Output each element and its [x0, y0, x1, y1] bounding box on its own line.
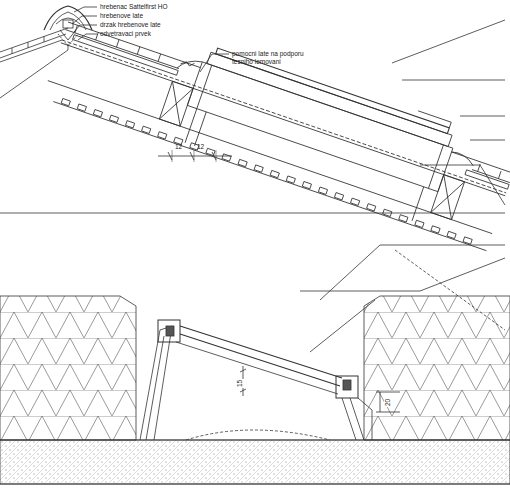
lining-batten: [238, 159, 247, 166]
dimension: 12: [197, 143, 204, 151]
dimension: 12: [175, 143, 182, 151]
part-label: pomocni late na podporu tesniho lemovani: [232, 50, 304, 65]
lining-batten: [286, 176, 295, 183]
tile-step: [498, 171, 501, 179]
dimension: 20: [384, 398, 392, 407]
lining-batten: [334, 193, 343, 200]
lining-batten: [415, 220, 424, 227]
lining-batten: [431, 226, 440, 233]
tile-step: [158, 54, 161, 62]
lining-batten: [61, 98, 70, 105]
lining-batten: [302, 181, 311, 188]
part-label: odvetravaci prvek: [100, 30, 151, 38]
lining-batten: [109, 115, 118, 122]
lining-batten: [93, 110, 102, 117]
lining-batten: [158, 132, 167, 139]
lining-batten: [383, 209, 392, 216]
lining-batten: [367, 204, 376, 211]
lining-batten: [463, 237, 472, 244]
lining-batten: [125, 121, 134, 128]
tile-step: [116, 40, 119, 48]
tile-step: [137, 47, 140, 55]
tile-step: [96, 32, 99, 40]
lining-batten: [254, 165, 263, 172]
part-label: drzak hrebenove late: [100, 21, 161, 29]
lining-batten: [270, 170, 279, 177]
dimension: 15: [236, 379, 244, 388]
lining-batten: [399, 215, 408, 222]
lining-batten: [77, 104, 86, 111]
part-label: hrebenac Sattelfirst HO: [100, 3, 168, 11]
lining-batten: [142, 126, 151, 133]
lining-batten: [318, 187, 327, 194]
part-label: hrebenove late: [100, 12, 143, 20]
lining-batten: [222, 154, 231, 161]
lining-batten: [351, 198, 360, 205]
lining-batten: [447, 231, 456, 238]
